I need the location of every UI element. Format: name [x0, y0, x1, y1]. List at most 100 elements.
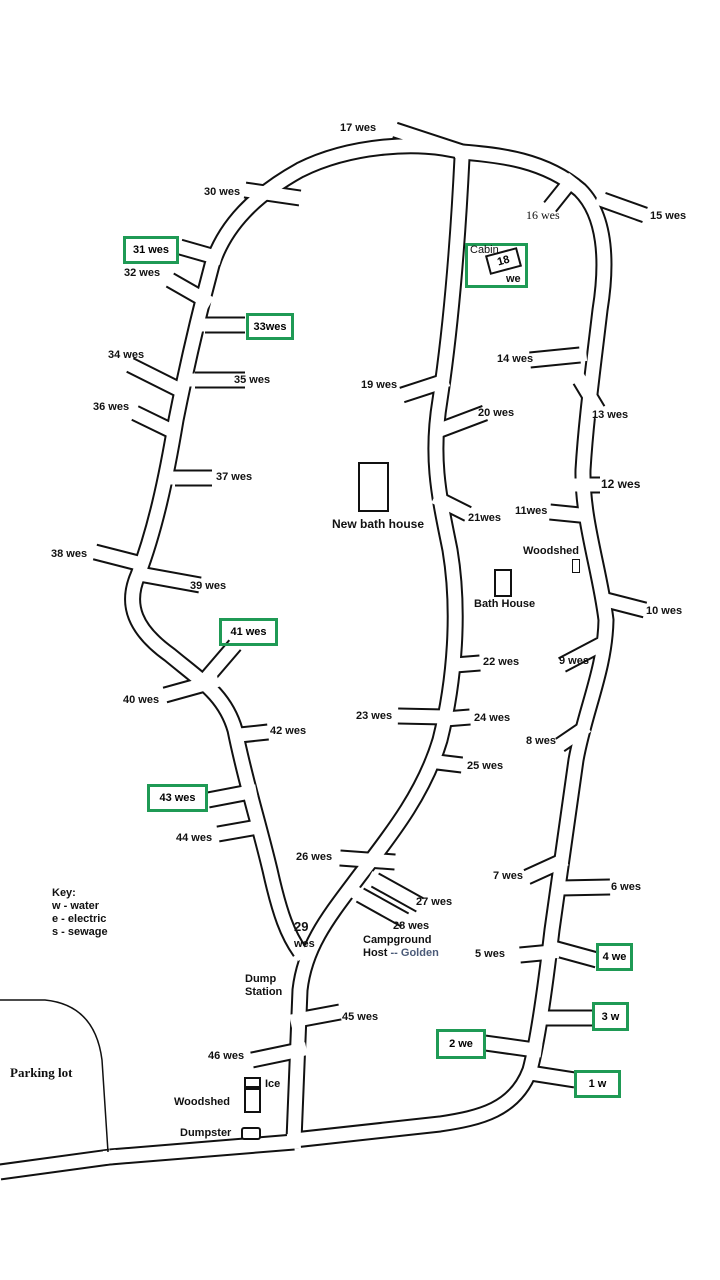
dumpster-building[interactable] — [241, 1127, 261, 1140]
dump-station-line1: Dump — [245, 973, 277, 985]
site-26[interactable]: 26 wes — [296, 851, 333, 863]
woodshed-east-building[interactable] — [572, 559, 580, 573]
road-surface — [522, 347, 588, 368]
key-title: Key: — [52, 887, 76, 899]
site-4[interactable]: 4 we — [596, 943, 633, 971]
road-surface — [102, 1134, 302, 1165]
site-2[interactable]: 2 we — [436, 1029, 486, 1059]
site-label: 3 w — [601, 1010, 620, 1023]
site-15[interactable]: 15 wes — [650, 210, 687, 222]
host-name: Golden — [400, 947, 439, 959]
site-19[interactable]: 19 wes — [361, 379, 398, 391]
site-11[interactable]: 11wes — [515, 505, 548, 517]
site-30[interactable]: 30 wes — [204, 186, 241, 198]
site-33[interactable]: 33wes — [246, 313, 294, 340]
road-surface — [550, 720, 592, 755]
parking-lot-label: Parking lot — [10, 1065, 73, 1080]
site-27[interactable]: 27 wes — [416, 896, 453, 908]
site-29-suffix: wes — [294, 938, 315, 950]
site-label: 43 wes — [159, 792, 196, 804]
site-label: 4 we — [602, 951, 627, 963]
site-8[interactable]: 8 wes — [526, 735, 556, 747]
site-6[interactable]: 6 wes — [611, 881, 641, 893]
site-16[interactable]: 16 wes — [526, 208, 560, 222]
site-7[interactable]: 7 wes — [493, 870, 523, 882]
road-surface — [598, 592, 653, 618]
road-surface — [244, 1042, 308, 1068]
bath-house-building[interactable] — [494, 569, 512, 597]
ice-label: Ice — [265, 1078, 281, 1090]
host-separator: -- — [390, 947, 398, 959]
site-40[interactable]: 40 wes — [123, 694, 160, 706]
road-surface — [518, 853, 569, 886]
road-surface — [200, 784, 258, 808]
road-surface — [594, 191, 654, 224]
site-20[interactable]: 20 wes — [478, 407, 515, 419]
road-surface — [237, 182, 308, 206]
road-surface — [542, 504, 588, 523]
site-25[interactable]: 25 wes — [467, 760, 504, 772]
road-surface — [289, 1004, 348, 1028]
road-surface — [210, 819, 266, 842]
site-44[interactable]: 44 wes — [176, 832, 213, 844]
road-surface — [540, 172, 580, 217]
road-surface — [431, 404, 494, 439]
road-surface — [391, 709, 452, 724]
site-36[interactable]: 36 wes — [93, 401, 130, 413]
key-item-sewage: s - sewage — [52, 926, 108, 938]
site-17[interactable]: 17 wes — [340, 122, 377, 134]
site-3[interactable]: 3 w — [592, 1002, 629, 1031]
road-surface — [477, 1035, 543, 1058]
woodshed-south-label: Woodshed — [174, 1096, 231, 1108]
map-key: Key: w - water e - electric s - sewage — [52, 887, 108, 939]
road-surface — [393, 373, 451, 404]
site-label: 1 w — [588, 1078, 607, 1090]
site-22[interactable]: 22 wes — [483, 656, 520, 668]
road-surface — [333, 851, 402, 869]
road-surface — [438, 710, 477, 726]
site-41[interactable]: 41 wes — [219, 618, 278, 646]
site-1[interactable]: 1 w — [574, 1070, 621, 1098]
woodshed-south-building[interactable] — [244, 1088, 261, 1113]
key-item-electric: e - electric — [52, 913, 107, 925]
road-surface — [571, 371, 607, 419]
road-surface — [522, 1065, 583, 1088]
site-23[interactable]: 23 wes — [356, 710, 393, 722]
road-surface — [0, 1149, 118, 1179]
site-9[interactable]: 9 wes — [559, 655, 589, 667]
site-29[interactable]: 29 — [294, 919, 309, 934]
ice-building[interactable] — [244, 1077, 261, 1088]
campground-host-label: Campground Host -- Golden — [363, 934, 439, 960]
site-21[interactable]: 21wes — [468, 512, 502, 524]
site-24[interactable]: 24 wes — [474, 712, 511, 724]
site-14[interactable]: 14 wes — [497, 353, 534, 365]
site-12[interactable]: 12 wes — [601, 477, 641, 491]
site-38[interactable]: 38 wes — [51, 548, 88, 560]
site-45[interactable]: 45 wes — [342, 1011, 379, 1023]
road-surface — [386, 121, 471, 161]
site-10[interactable]: 10 wes — [646, 605, 683, 617]
key-item-water: w - water — [52, 900, 100, 912]
site-39[interactable]: 39 wes — [190, 580, 227, 592]
site-34[interactable]: 34 wes — [108, 349, 145, 361]
site-13[interactable]: 13 wes — [592, 409, 629, 421]
site-37[interactable]: 37 wes — [216, 471, 253, 483]
site-43[interactable]: 43 wes — [147, 784, 208, 812]
site-35[interactable]: 35 wes — [234, 374, 271, 386]
site-28[interactable]: 28 wes — [393, 920, 430, 932]
site-42[interactable]: 42 wes — [270, 725, 307, 737]
site-label: 2 we — [449, 1038, 473, 1050]
site-32[interactable]: 32 wes — [124, 267, 161, 279]
site-label: 41 wes — [230, 626, 267, 638]
site-5[interactable]: 5 wes — [475, 948, 505, 960]
dumpster-label: Dumpster — [180, 1127, 232, 1139]
site-46[interactable]: 46 wes — [208, 1050, 245, 1062]
site-31[interactable]: 31 wes — [123, 236, 179, 264]
parking-lot-outline — [0, 999, 109, 1153]
road-surface — [553, 636, 609, 674]
new-bath-house-building[interactable] — [358, 462, 389, 512]
site-label: 31 wes — [132, 244, 170, 256]
road-surface — [171, 238, 224, 266]
site-18-box[interactable] — [465, 243, 528, 288]
